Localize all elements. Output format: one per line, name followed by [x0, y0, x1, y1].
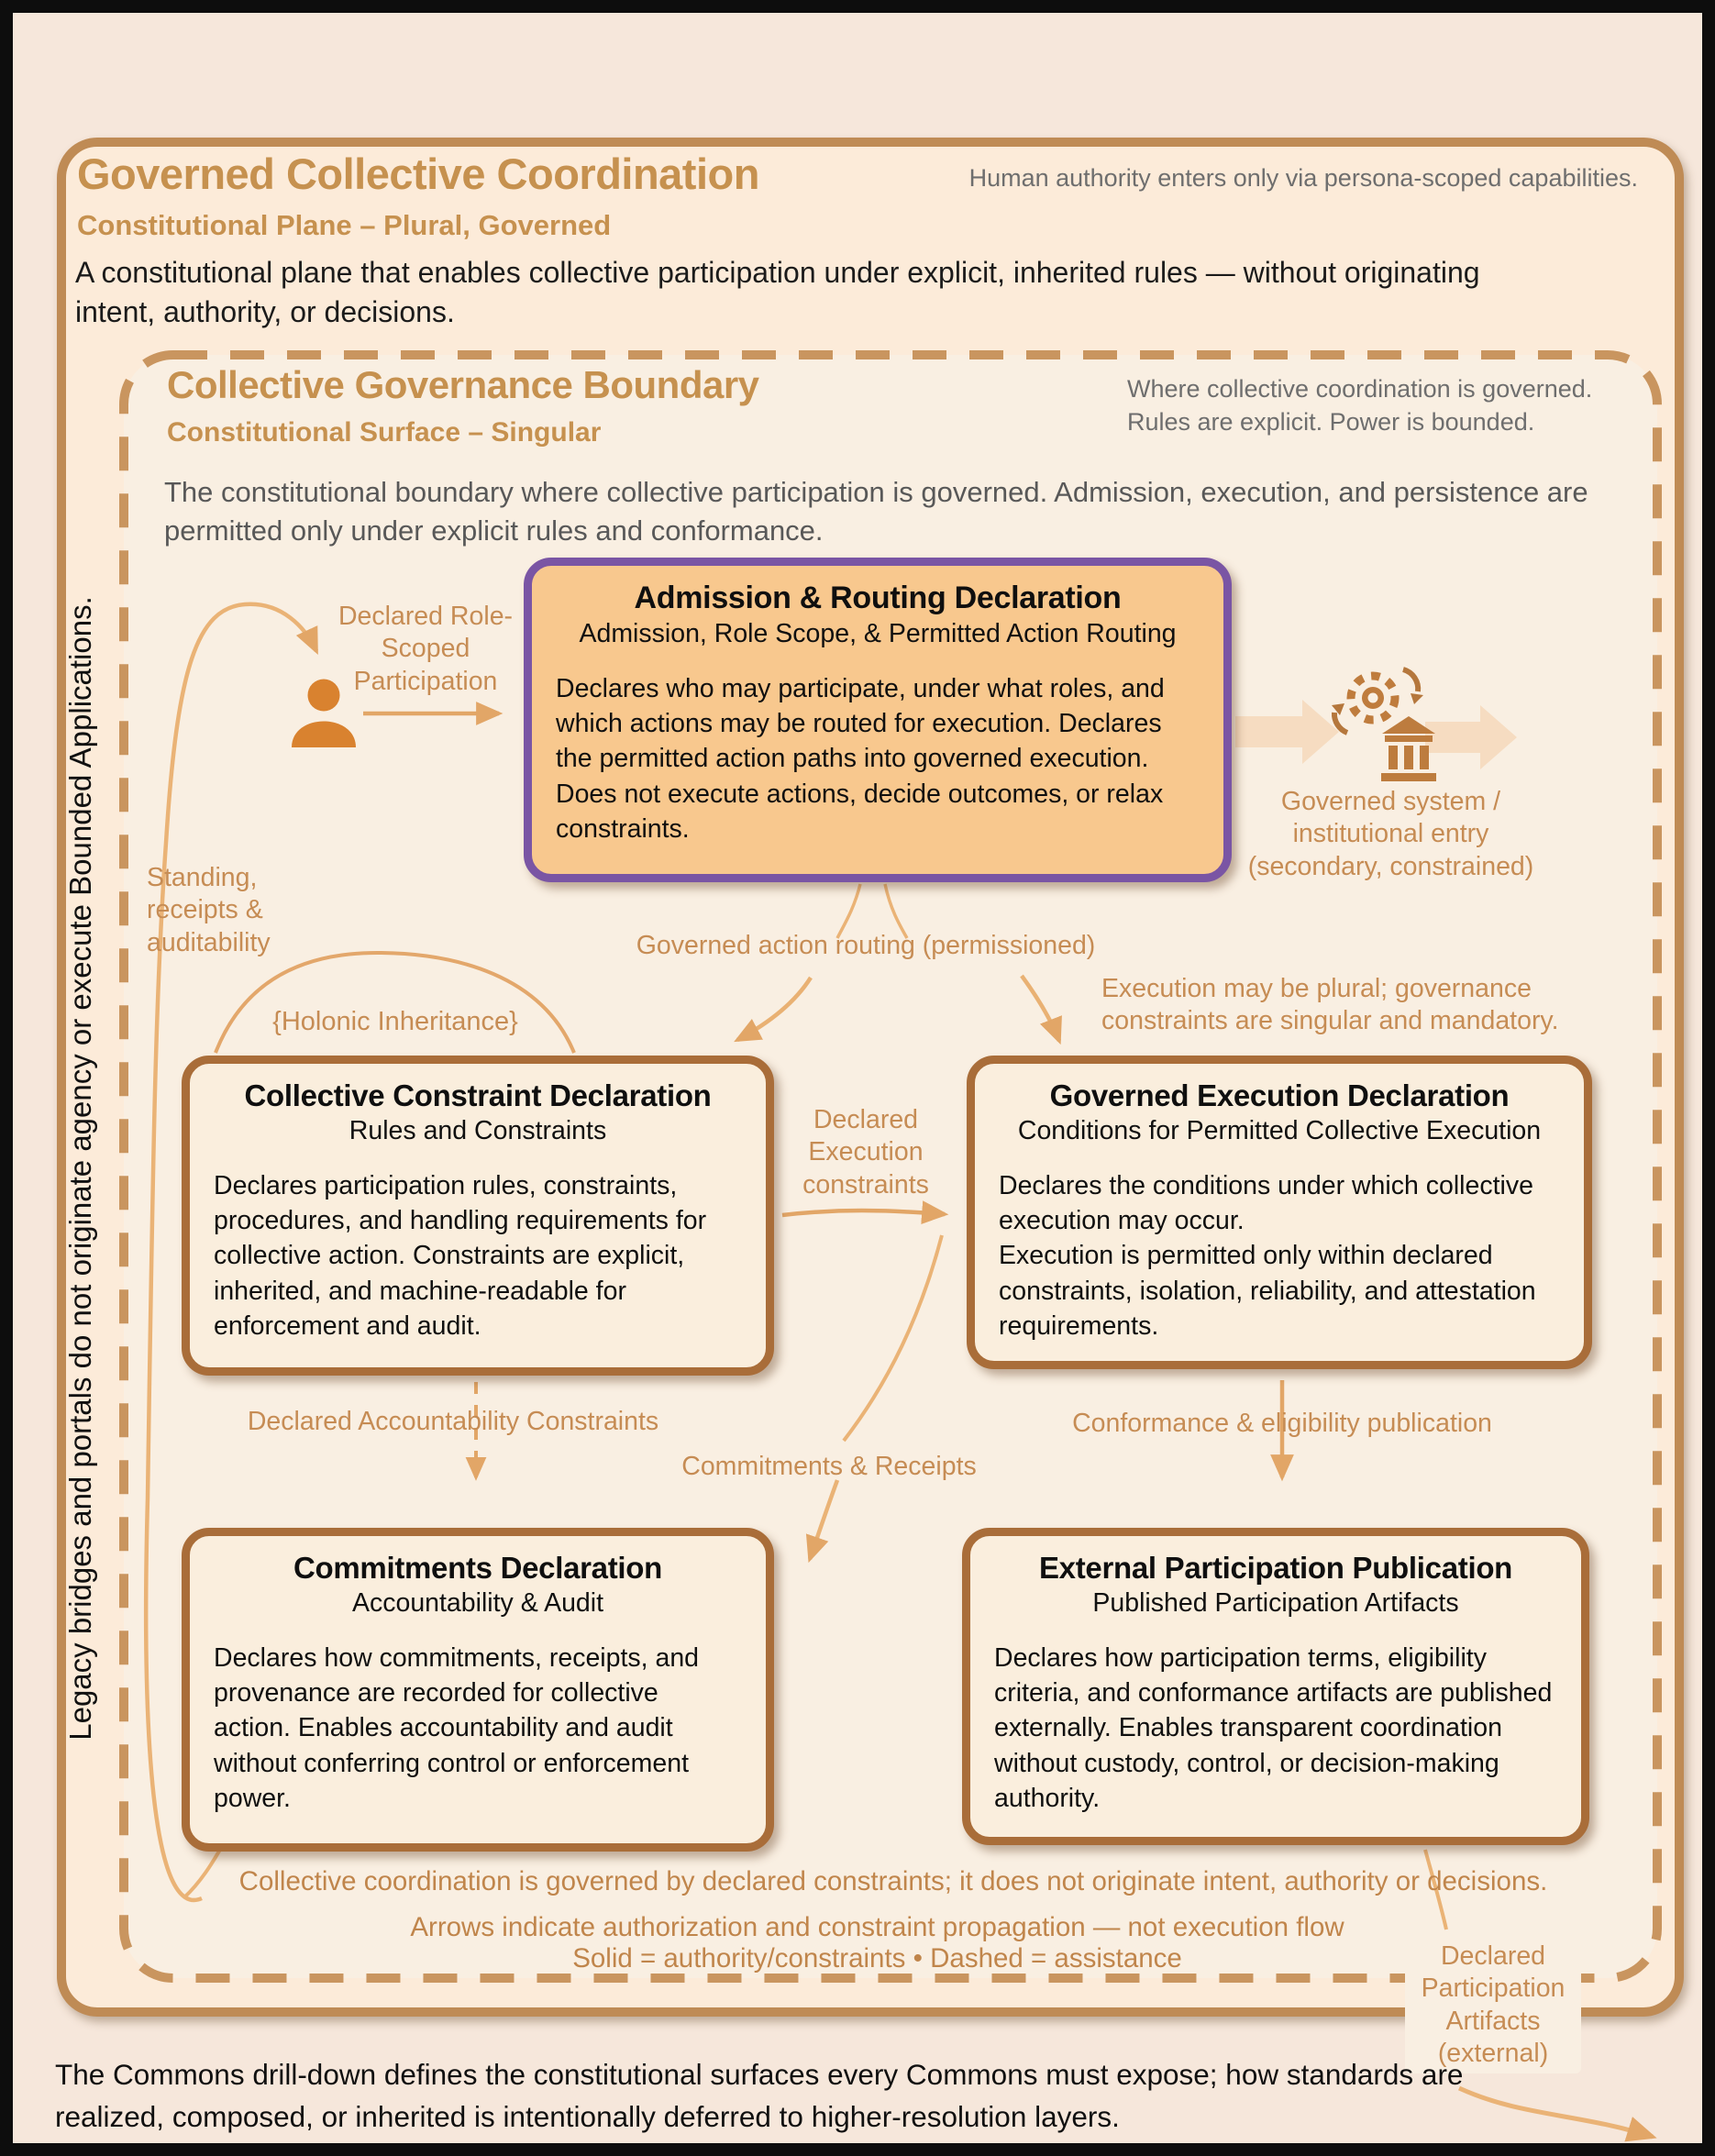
routing-split-right [883, 883, 909, 939]
constraint-title: Collective Constraint Declaration [244, 1078, 712, 1112]
standing-feedback-curve [143, 602, 319, 1903]
commitments-title: Commitments Declaration [293, 1551, 663, 1585]
admission-subtitle: Admission, Role Scope, & Permitted Actio… [579, 619, 1177, 649]
constraint-body: Declares participation rules, constraint… [214, 1170, 707, 1341]
arrows-note: Arrows indicate authorization and constr… [410, 1912, 1344, 1942]
boundary-description: The constitutional boundary where collec… [164, 476, 1588, 547]
execution-constraints-arrow [781, 1200, 949, 1224]
external-body: Declares how participation terms, eligib… [994, 1642, 1553, 1813]
conformance-label: Conformance & eligibility publication [1072, 1409, 1492, 1438]
external-publication-node: External Participation Publication Publi… [962, 1528, 1589, 1845]
external-artifacts-line [1423, 1849, 1448, 1930]
commitments-receipts-label: Commitments & Receipts [681, 1452, 977, 1481]
receipts-curve [842, 1234, 944, 1443]
execution-subtitle: Conditions for Permitted Collective Exec… [1017, 1115, 1542, 1145]
boundary-subtitle: Constitutional Surface – Singular [167, 417, 602, 448]
receipts-arrow-to-commitments [805, 1479, 840, 1564]
admission-routing-node: Admission & Routing Declaration Admissio… [524, 558, 1232, 882]
block-arrow-to-system [1235, 700, 1339, 764]
header-note: Human authority enters only via persona-… [968, 164, 1638, 192]
side-note: Legacy bridges and portals do not origin… [63, 596, 97, 1741]
routing-split-left [835, 883, 862, 939]
block-arrow-from-system [1425, 705, 1517, 769]
commitments-body: Declares how commitments, receipts, and … [214, 1642, 700, 1813]
page-title: Governed Collective Coordination [77, 149, 759, 198]
holonic-inheritance-arc [214, 950, 576, 1054]
execution-plural-label: Execution may be plural; governance cons… [1101, 974, 1559, 1036]
governed-note: Collective coordination is governed by d… [238, 1866, 1548, 1896]
admission-title: Admission & Routing Declaration [634, 580, 1122, 615]
commitments-node: Commitments Declaration Accountability &… [182, 1528, 774, 1852]
admission-body: Declares who may participate, under what… [556, 674, 1165, 844]
execution-constraints-label: Declared Execution constraints [802, 1105, 929, 1200]
boundary-title: Collective Governance Boundary [167, 363, 759, 406]
artifacts-external-label: Declared Participation Artifacts (extern… [1405, 1937, 1581, 2074]
footer-text: The Commons drill-down defines the const… [55, 2058, 1464, 2133]
routing-arrow-to-constraints [734, 976, 813, 1043]
legend-note: Solid = authority/constraints • Dashed =… [572, 1943, 1182, 1974]
action-routing-label: Governed action routing (permissioned) [636, 931, 1096, 960]
collective-constraint-node: Collective Constraint Declaration Rules … [182, 1056, 774, 1376]
accountability-label: Declared Accountability Constraints [247, 1407, 659, 1436]
artifacts-exit-arrow [1457, 2085, 1657, 2142]
person-icon [292, 679, 356, 747]
external-subtitle: Published Participation Artifacts [1092, 1587, 1459, 1618]
boundary-note: Where collective coordination is governe… [1127, 375, 1593, 437]
execution-body: Declares the conditions under which coll… [999, 1170, 1536, 1341]
standing-label: Standing, receipts & auditability [147, 863, 271, 957]
governed-system-icon [1331, 667, 1436, 781]
governed-system-label: Governed system / institutional entry (s… [1247, 787, 1534, 881]
external-title: External Participation Publication [1038, 1551, 1513, 1585]
holonic-inheritance-label: {Holonic Inheritance} [272, 1007, 518, 1036]
commitments-subtitle: Accountability & Audit [351, 1587, 604, 1618]
constraint-subtitle: Rules and Constraints [349, 1115, 607, 1145]
execution-title: Governed Execution Declaration [1049, 1078, 1510, 1112]
governed-execution-node: Governed Execution Declaration Condition… [967, 1056, 1592, 1369]
page-subtitle: Constitutional Plane – Plural, Governed [77, 209, 612, 241]
routing-arrow-to-execution [1020, 974, 1062, 1045]
role-participation-label: Declared Role- Scoped Participation [337, 602, 514, 696]
institution-icon [1381, 716, 1436, 781]
header-description: A constitutional plane that enables coll… [75, 256, 1480, 329]
